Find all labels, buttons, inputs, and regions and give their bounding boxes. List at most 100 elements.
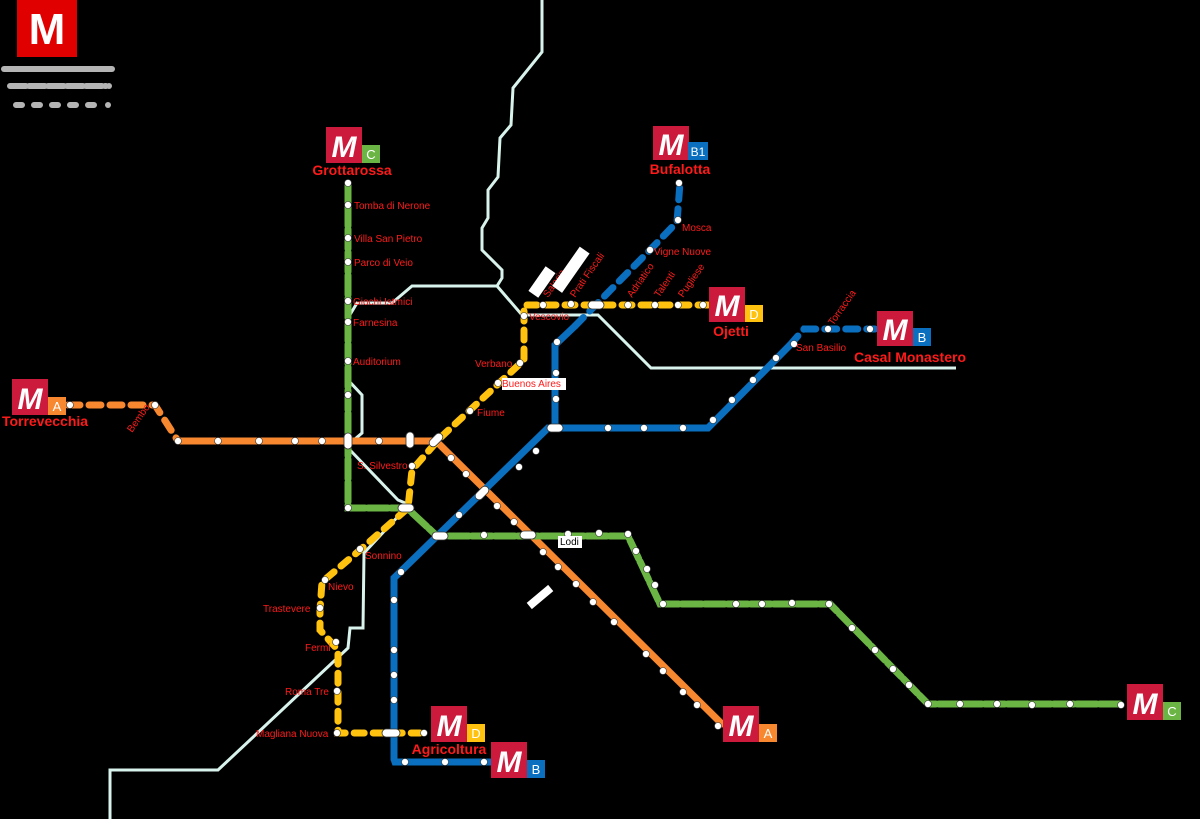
station-label: Villa San Pietro [354,234,423,245]
interchange [381,728,401,738]
station-dot [390,696,398,704]
station-dot [674,216,682,224]
station-dot [1066,700,1074,708]
station-dot [553,338,561,346]
station-dot [679,424,687,432]
station-label: Fiume [477,408,505,419]
station-dot [589,598,597,606]
station-dot [151,401,159,409]
interchange [397,503,415,513]
station-dot [420,729,428,737]
svg-text:M: M [332,131,358,164]
svg-text:B1: B1 [691,145,706,159]
station-dot [291,437,299,445]
station-dot [516,359,524,367]
svg-text:A: A [764,726,773,741]
terminal-badge-bufalotta: M B1 Bufalotta [650,126,711,177]
svg-text:M: M [883,314,909,347]
line-c [344,179,1124,708]
station-dot [66,401,74,409]
station-label: Nievo [328,582,354,593]
terminal-badge-ojetti: M D Ojetti [709,287,763,339]
station-dot [552,369,560,377]
interchanges [343,300,605,738]
station-dot [1028,701,1036,709]
terminal-label: Agricoltura [412,741,487,757]
station-dot [408,462,416,470]
svg-text:M: M [437,710,463,743]
station-label: Roma Tre [285,687,329,698]
interchange [587,300,605,310]
station-dot [401,758,409,766]
station-dot [866,325,874,333]
interchange [519,530,537,540]
station-dot [693,701,701,709]
station-dot [494,379,502,387]
station-dot [643,565,651,573]
legend: M [1,0,115,108]
station-dot [552,395,560,403]
station-dot [554,563,562,571]
station-dot [344,391,352,399]
station-label: Pugliese [676,262,707,300]
station-label: Auditorium [353,357,401,368]
station-dot [375,437,383,445]
station-label: Vescovio [529,312,569,323]
station-dot [1117,701,1125,709]
station-dot [889,665,897,673]
interchange [405,431,415,449]
station-dot [758,600,766,608]
station-dot [447,454,455,462]
station-dot [316,604,324,612]
station-label: Tomba di Nerone [354,201,431,212]
station-dot [539,301,547,309]
station-label: Lodi [560,537,579,548]
interchange [474,485,490,501]
station-label: Trastevere [263,604,311,615]
station-label: Giochi Istmici [353,297,412,308]
station-dot [397,568,405,576]
station-dot [567,300,575,308]
station-dot [825,600,833,608]
station-dot [871,646,879,654]
terminal-label: Bufalotta [650,161,711,177]
station-dot [466,407,474,415]
station-dot [595,529,603,537]
station-dot [772,354,780,362]
station-dot [344,234,352,242]
station-label: Vigne Nuove [654,247,712,258]
svg-text:D: D [749,307,758,322]
station-label: Talenti [652,270,678,300]
station-dot [993,700,1001,708]
station-dot [572,580,580,588]
svg-text:B: B [532,762,541,777]
interchange [431,531,449,541]
station-label: Fermi [305,643,331,654]
station-dot [848,624,856,632]
station-dot [493,502,501,510]
station-dot [732,600,740,608]
station-dot [333,729,341,737]
metro-logo [17,0,77,57]
svg-text:M: M [1133,688,1159,721]
station-dot [728,396,736,404]
station-dot [956,700,964,708]
svg-text:M: M [729,710,755,743]
marker [526,584,554,610]
station-dot [356,545,364,553]
terminal-badge-casal-monastero: M B Casal Monastero [854,311,966,365]
terminal-badge-line-a-south: M A [723,706,777,743]
station-dot [520,312,528,320]
svg-text:M: M [659,129,685,162]
station-dot [539,548,547,556]
station-dot [651,581,659,589]
station-dot [344,318,352,326]
station-dot [333,687,341,695]
station-dot [642,650,650,658]
station-dot [749,376,757,384]
station-labels: Tomba di Nerone Villa San Pietro Parco d… [125,201,859,740]
interchange [343,432,353,450]
railway-lines [108,0,956,819]
svg-text:M: M [18,383,44,416]
station-label: Farnesina [353,318,398,329]
